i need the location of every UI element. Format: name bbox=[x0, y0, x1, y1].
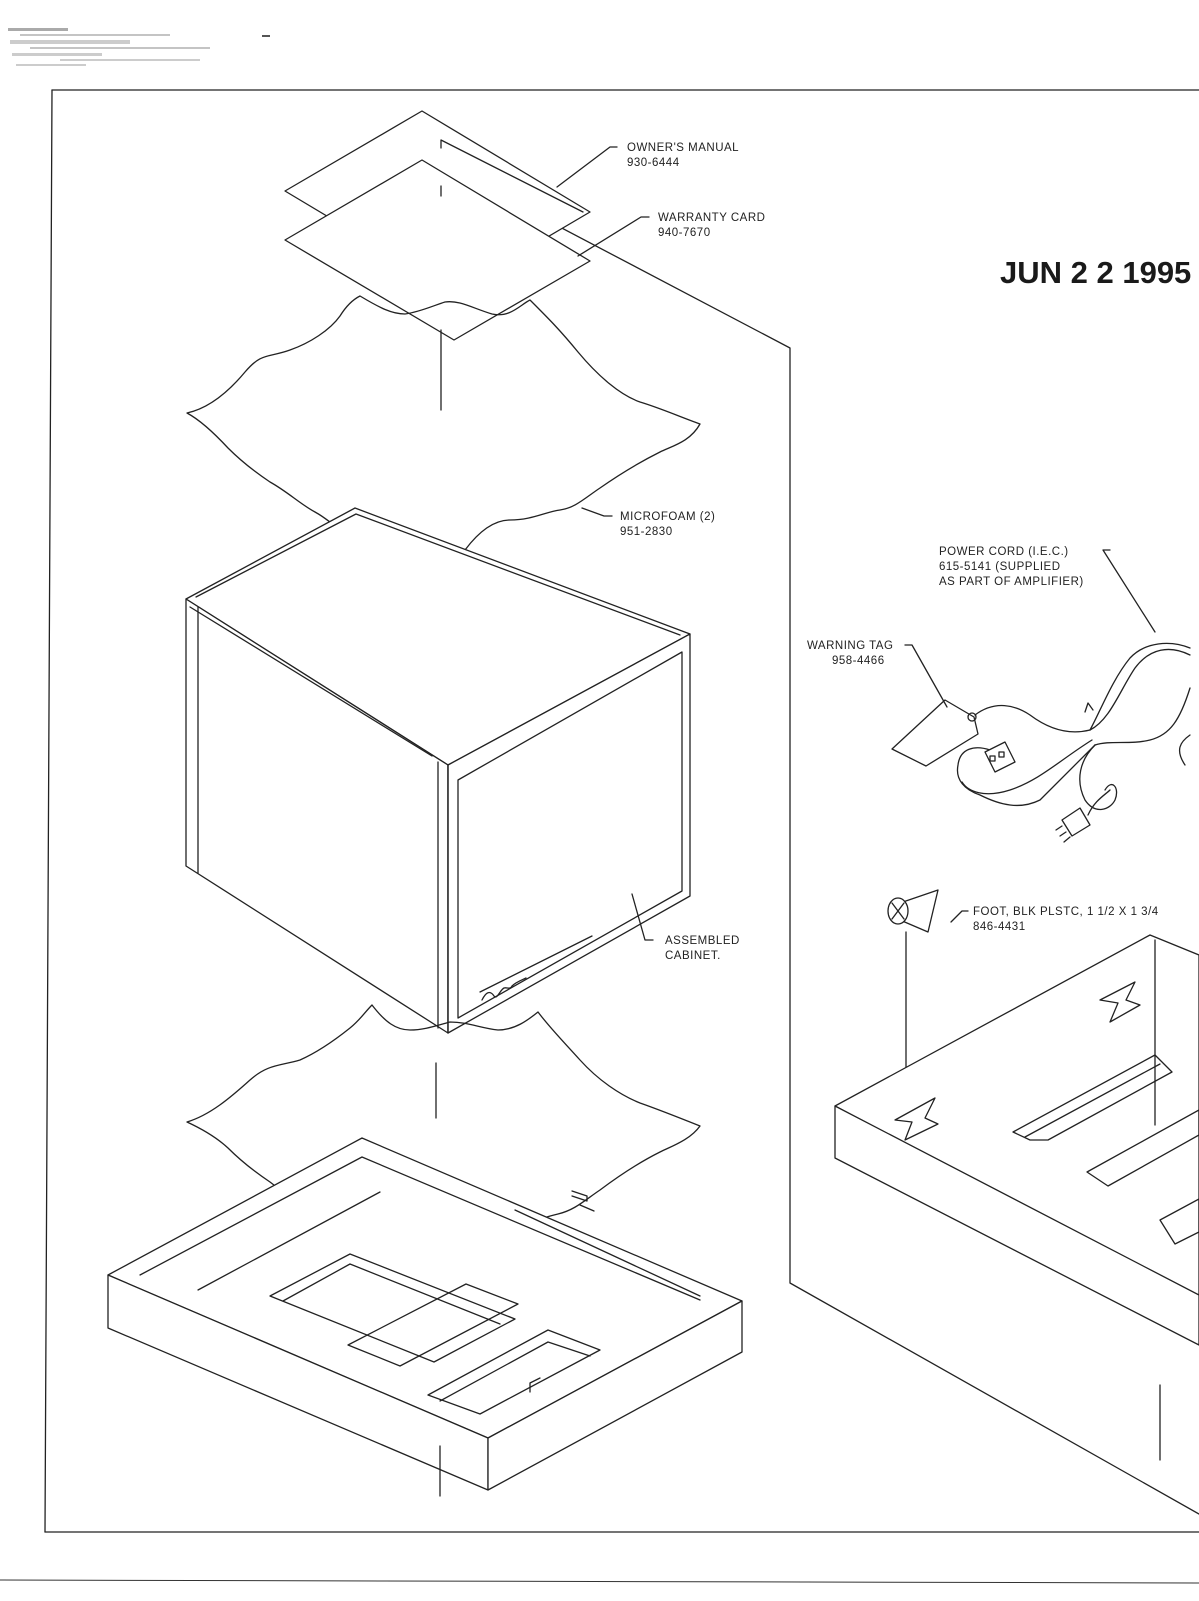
owners-manual-label: OWNER'S MANUAL bbox=[627, 142, 739, 154]
leader-lines bbox=[556, 146, 1156, 941]
warranty-card-label: WARRANTY CARD bbox=[658, 212, 765, 224]
assembled-cabinet-label-2: CABINET. bbox=[665, 950, 721, 962]
foam-tray bbox=[107, 1137, 743, 1497]
brand-logo bbox=[481, 977, 527, 1001]
microfoam-label: MICROFOAM (2) bbox=[620, 511, 715, 523]
warning-tag-label: WARNING TAG bbox=[807, 640, 893, 652]
warranty-card-part: 940-7670 bbox=[658, 227, 711, 239]
power-cord-part: 615-5141 (SUPPLIED bbox=[939, 561, 1061, 573]
warranty-card bbox=[284, 159, 591, 341]
foot bbox=[887, 889, 939, 1081]
date-stamp: JUN 2 2 1995 bbox=[1000, 255, 1191, 290]
power-cord bbox=[956, 642, 1191, 843]
kit-panel-outline bbox=[439, 163, 1199, 1515]
power-cord-note: AS PART OF AMPLIFIER) bbox=[939, 576, 1084, 588]
microfoam-upper bbox=[186, 295, 701, 564]
assembled-cabinet bbox=[185, 507, 691, 1034]
warning-tag bbox=[891, 699, 979, 767]
drawing-border bbox=[0, 89, 1199, 1584]
foot-part: 846-4431 bbox=[973, 921, 1026, 933]
owners-manual-part: 930-6444 bbox=[627, 157, 680, 169]
assembled-cabinet-label: ASSEMBLED bbox=[665, 935, 740, 947]
foam-base bbox=[834, 934, 1199, 1461]
scan-noise bbox=[8, 28, 270, 66]
microfoam-part: 951-2830 bbox=[620, 526, 673, 538]
power-cord-label: POWER CORD (I.E.C.) bbox=[939, 546, 1069, 558]
warning-tag-part: 958-4466 bbox=[832, 655, 885, 667]
foot-label: FOOT, BLK PLSTC, 1 1/2 X 1 3/4 bbox=[973, 906, 1159, 918]
